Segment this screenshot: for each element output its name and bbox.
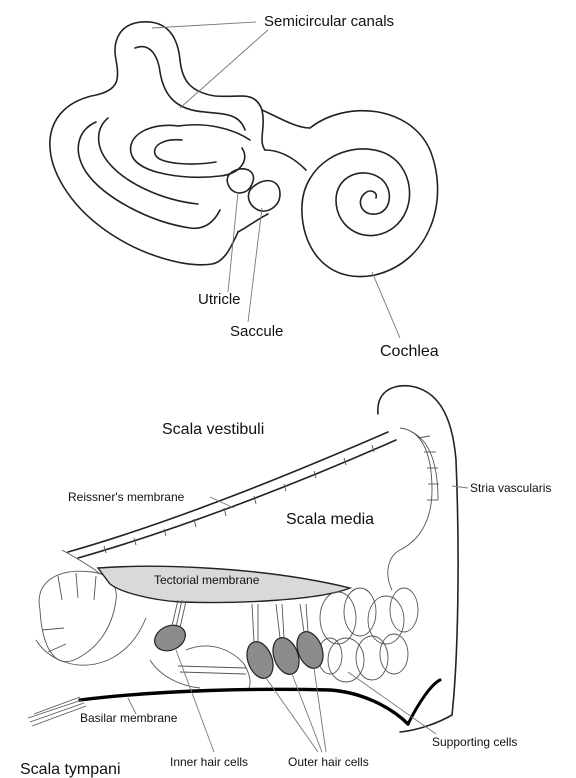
leader-semicircular-a	[152, 22, 256, 28]
inner-hair-cell	[150, 620, 189, 655]
leader-stria	[452, 486, 468, 488]
spiral-limbus	[39, 571, 116, 661]
superior-canal	[150, 22, 265, 150]
label-semicircular-canals: Semicircular canals	[264, 13, 394, 30]
leader-inner-hair	[176, 650, 214, 752]
label-scala-tympani: Scala tympani	[20, 761, 121, 778]
leader-supporting	[348, 672, 436, 734]
leader-utricle	[228, 192, 238, 292]
saccule-body	[248, 181, 280, 211]
leader-cochlea	[372, 272, 400, 338]
label-saccule: Saccule	[230, 323, 283, 340]
label-supporting-cells: Supporting cells	[432, 735, 517, 749]
supporting-cells	[318, 588, 418, 682]
label-tectorial-membrane: Tectorial membrane	[154, 573, 260, 587]
inner-hair-stereocilia	[172, 600, 186, 628]
leader-outer-hair-b	[292, 674, 322, 752]
label-stria-vascularis: Stria vascularis	[470, 481, 551, 495]
label-utricle: Utricle	[198, 291, 241, 308]
cochlea-spiral	[302, 111, 438, 277]
nerve-fibers	[28, 697, 86, 726]
label-reissners-membrane: Reissner's membrane	[68, 490, 185, 504]
leader-outer-hair-c	[314, 668, 326, 752]
posterior-canal	[78, 122, 220, 228]
label-inner-hair-cells: Inner hair cells	[170, 755, 248, 769]
cochlear-section-illustration	[28, 386, 468, 752]
label-outer-hair-cells: Outer hair cells	[288, 755, 369, 769]
label-cochlea: Cochlea	[380, 343, 439, 360]
stria-segments	[418, 436, 439, 500]
inner-ear-illustration	[50, 22, 438, 338]
label-scala-vestibuli: Scala vestibuli	[162, 421, 264, 438]
lateral-canal	[131, 125, 245, 177]
label-basilar-membrane: Basilar membrane	[80, 711, 178, 725]
outer-hair-cell-1	[242, 638, 278, 682]
label-scala-media: Scala media	[286, 511, 374, 528]
